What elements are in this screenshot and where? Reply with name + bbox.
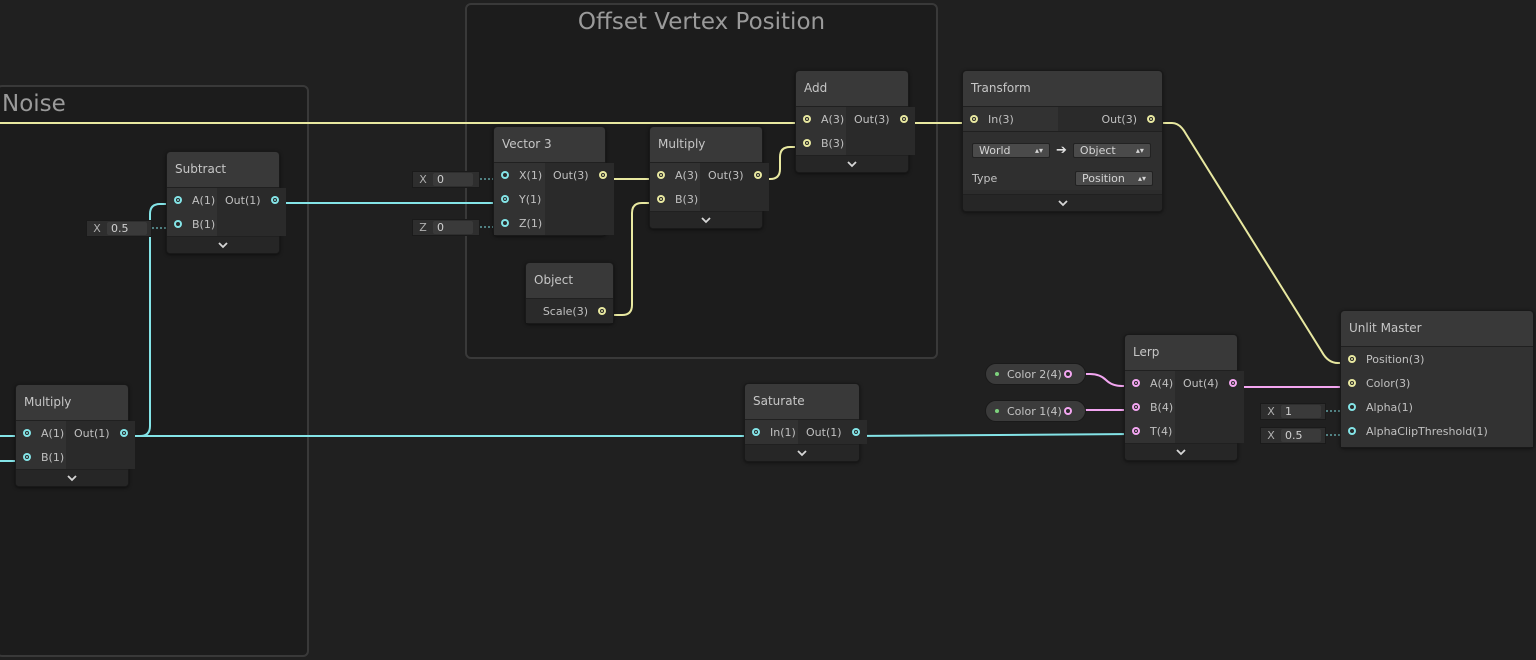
node-title: Unlit Master — [1341, 311, 1533, 347]
property-dot-icon — [995, 372, 999, 376]
node-vector3[interactable]: Vector 3 X(1) Y(1) Z(1) Out(3) — [493, 126, 614, 236]
port-a[interactable]: A(1) — [167, 188, 217, 212]
port-out[interactable] — [1065, 371, 1071, 377]
wire-saturate-to-lerp — [849, 433, 1136, 437]
port-out[interactable]: Out(1) — [66, 421, 135, 445]
chevron-down-icon — [847, 161, 857, 168]
port-color[interactable]: Color(3) — [1341, 371, 1533, 395]
node-title: Saturate — [745, 384, 859, 420]
port-x[interactable]: X(1) — [494, 163, 545, 187]
subtract-b-field[interactable]: X 0.5 — [86, 220, 152, 237]
transform-settings: World▴▾ ➔ Object▴▾ Type Position▴▾ — [963, 131, 1162, 190]
port-out[interactable]: Out(3) — [700, 163, 769, 187]
port-z[interactable]: Z(1) — [494, 211, 545, 235]
updown-icon: ▴▾ — [1135, 145, 1144, 155]
node-unlit-master[interactable]: Unlit Master Position(3) Color(3) Alpha(… — [1340, 310, 1534, 448]
node-lerp[interactable]: Lerp A(4) B(4) T(4) Out(4) — [1124, 334, 1244, 461]
updown-icon: ▴▾ — [1034, 145, 1043, 155]
node-title: Object — [526, 263, 613, 299]
port-a[interactable]: A(1) — [16, 421, 66, 445]
port-in[interactable]: In(1) — [745, 420, 798, 444]
node-multiply-offset[interactable]: Multiply A(3) B(3) Out(3) — [649, 126, 769, 229]
port-scale[interactable]: Scale(3) — [526, 299, 613, 323]
port-in[interactable]: In(3) — [963, 107, 1058, 131]
type-label: Type — [972, 171, 998, 185]
node-object[interactable]: Object Scale(3) — [525, 262, 614, 324]
port-out[interactable]: Out(1) — [798, 420, 867, 444]
port-y[interactable]: Y(1) — [494, 187, 545, 211]
chevron-down-icon — [218, 242, 228, 249]
port-t[interactable]: T(4) — [1125, 419, 1175, 443]
node-saturate[interactable]: Saturate In(1) Out(1) — [744, 383, 867, 462]
port-out[interactable]: Out(3) — [545, 163, 614, 187]
expand-button[interactable] — [16, 469, 128, 486]
expand-button[interactable] — [167, 236, 279, 253]
arrow-right-icon: ➔ — [1056, 142, 1067, 158]
group-title-offset: Offset Vertex Position — [577, 9, 826, 35]
chevron-down-icon — [67, 475, 77, 482]
node-title: Multiply — [650, 127, 762, 163]
port-a[interactable]: A(4) — [1125, 371, 1175, 395]
chevron-down-icon — [1057, 200, 1068, 207]
port-b[interactable]: B(3) — [796, 131, 846, 155]
node-title: Multiply — [16, 385, 128, 421]
port-b[interactable]: B(4) — [1125, 395, 1175, 419]
vector3-x-field[interactable]: X 0 — [412, 171, 480, 188]
alpha-field[interactable]: X 1 — [1260, 403, 1326, 420]
node-title: Transform — [963, 71, 1162, 107]
expand-button[interactable] — [650, 211, 762, 228]
port-position[interactable]: Position(3) — [1341, 347, 1533, 371]
group-title-noise: Noise — [2, 91, 66, 117]
port-out[interactable] — [1065, 408, 1071, 414]
port-b[interactable]: B(3) — [650, 187, 700, 211]
chevron-down-icon — [701, 217, 711, 224]
expand-button[interactable] — [1125, 443, 1237, 460]
chevron-down-icon — [1176, 449, 1186, 456]
color1-property[interactable]: Color 1(4) — [985, 400, 1086, 422]
node-title: Add — [796, 71, 908, 107]
node-title: Subtract — [167, 152, 279, 188]
node-title: Vector 3 — [494, 127, 605, 163]
port-a[interactable]: A(3) — [650, 163, 700, 187]
port-b[interactable]: B(1) — [16, 445, 66, 469]
property-dot-icon — [995, 409, 999, 413]
alpha-clip-field[interactable]: X 0.5 — [1260, 427, 1326, 444]
node-transform[interactable]: Transform In(3) Out(3) World▴▾ ➔ Object▴… — [962, 70, 1163, 212]
port-b[interactable]: B(1) — [167, 212, 217, 236]
type-select[interactable]: Position▴▾ — [1075, 170, 1153, 186]
port-alpha[interactable]: Alpha(1) — [1341, 395, 1533, 419]
expand-button[interactable] — [963, 194, 1162, 211]
port-out[interactable]: Out(3) — [1058, 107, 1162, 131]
node-title: Lerp — [1125, 335, 1237, 371]
node-multiply-noise[interactable]: Multiply A(1) B(1) Out(1) — [15, 384, 135, 487]
chevron-down-icon — [797, 450, 807, 457]
port-out[interactable]: Out(3) — [846, 107, 915, 131]
to-space-select[interactable]: Object▴▾ — [1072, 142, 1151, 158]
wire-transform-to-position — [1152, 122, 1351, 364]
node-subtract[interactable]: Subtract A(1) B(1) Out(1) — [166, 151, 286, 254]
node-add[interactable]: Add A(3) B(3) Out(3) — [795, 70, 915, 173]
port-out[interactable]: Out(4) — [1175, 371, 1244, 395]
color2-property[interactable]: Color 2(4) — [985, 363, 1086, 385]
port-alpha-clip[interactable]: AlphaClipThreshold(1) — [1341, 419, 1533, 443]
from-space-select[interactable]: World▴▾ — [972, 142, 1050, 158]
port-out[interactable]: Out(1) — [217, 188, 286, 212]
vector3-z-field[interactable]: Z 0 — [412, 219, 480, 236]
expand-button[interactable] — [796, 155, 908, 172]
updown-icon: ▴▾ — [1137, 173, 1146, 183]
expand-button[interactable] — [745, 444, 859, 461]
port-a[interactable]: A(3) — [796, 107, 846, 131]
